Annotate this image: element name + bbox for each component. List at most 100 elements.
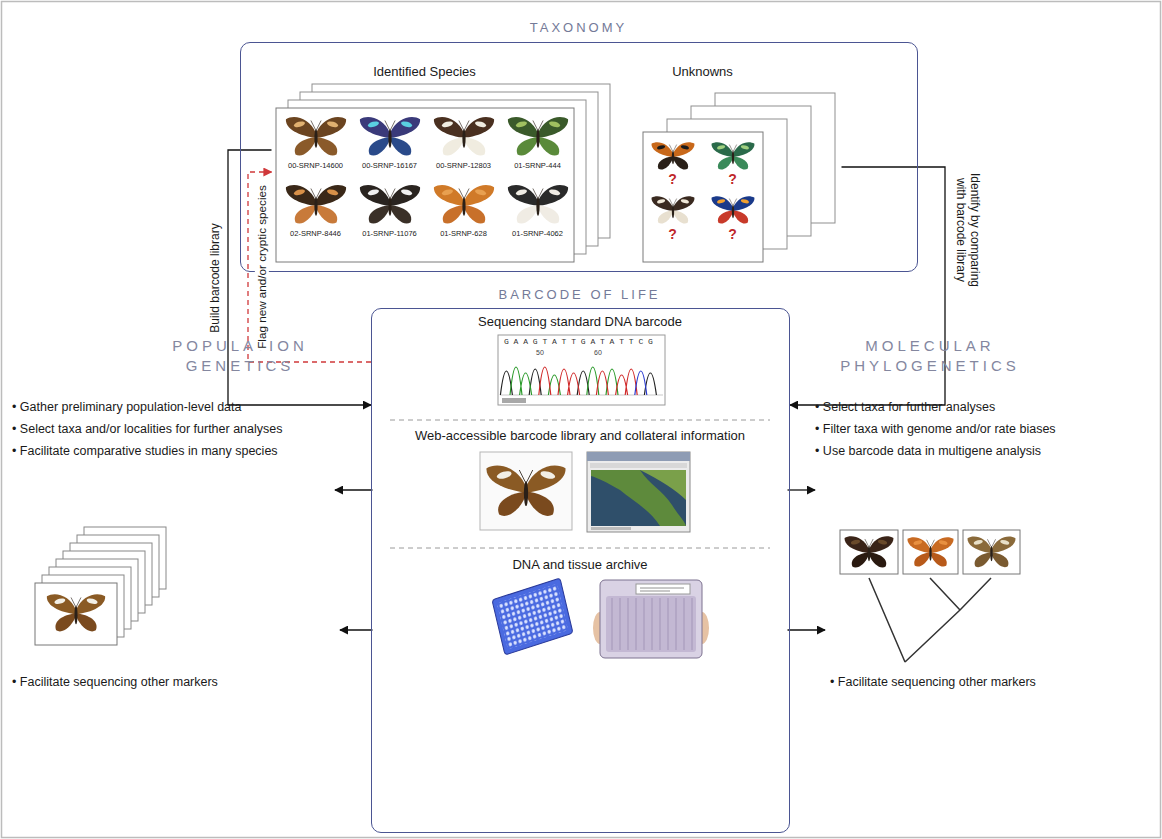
database-screenshot [587, 452, 690, 532]
unknown-butterflies [711, 142, 754, 169]
dna-plate [497, 584, 568, 650]
phylogenetics-area: MOLECULAR PHYLOGENETICS• Select taxa for… [815, 330, 1155, 500]
barcode-section: Sequencing standard DNA barcode [373, 310, 788, 420]
question-mark: ? [723, 227, 743, 242]
base-position: 50 [536, 349, 544, 357]
bullet-item: • Filter taxa with genome and/or rate bi… [815, 422, 1150, 437]
specimen-code: 01-SRNP-4062 [502, 229, 574, 238]
text-slot: Unknowns [653, 64, 753, 79]
specimen-code: 01-SRNP-444 [502, 161, 574, 170]
edge-label-slot: Build barcode library [207, 221, 221, 334]
text-slot: 00-SRNP-16167 [354, 161, 426, 170]
connector-arrow [788, 489, 816, 490]
label-slot: G A A G T A T T G A T A T T C G [504, 337, 653, 346]
bullet-item: • Facilitate sequencing other markers [12, 675, 332, 690]
text-slot: ? [663, 172, 683, 187]
database-screenshot [587, 452, 690, 461]
text-slot: • Facilitate sequencing other markers [830, 675, 1150, 690]
database-screenshot [587, 452, 690, 532]
text-slot: • Gather preliminary population-level da… [12, 400, 312, 415]
text-slot: • Filter taxa with genome and/or rate bi… [815, 422, 1150, 437]
specimen-code: 00-SRNP-12803 [428, 161, 500, 170]
bullet-item: • Select taxa for further analyses [815, 400, 1150, 415]
identified-butterflies [286, 117, 346, 155]
question-mark: ? [663, 227, 683, 242]
identified-butterflies [508, 117, 568, 155]
base-sequence: G A A G T A T T G A T A T T C G [504, 337, 653, 346]
dna-plate [492, 578, 573, 655]
panel-heading: BARCODE OF LIFE [430, 287, 730, 303]
section-title: Sequencing standard DNA barcode [381, 314, 780, 329]
phylogeny-thumbnails [963, 530, 1020, 574]
text-slot: 02-SRNP-8446 [280, 229, 352, 238]
database-screenshot [591, 527, 631, 530]
chromatogram [498, 335, 665, 405]
barcode-section: DNA and tissue archive [373, 548, 788, 831]
specimen-code: 01-SRNP-628 [428, 229, 500, 238]
text-slot: BARCODE OF LIFE [430, 287, 730, 303]
question-mark: ? [663, 172, 683, 187]
specimen-photo [486, 466, 565, 516]
stack-heading: Unknowns [653, 64, 753, 79]
specimen-code: 02-SRNP-8446 [280, 229, 352, 238]
text-slot: ? [723, 227, 743, 242]
text-slot: TAXONOMY [429, 20, 729, 36]
bullet-item: • Facilitate comparative studies in many… [12, 444, 312, 459]
barcode-panel: Sequencing standard DNA barcodeWeb-acces… [371, 308, 790, 833]
chromatogram [500, 369, 656, 395]
edge-label: Identify by comparing with barcode libra… [954, 165, 982, 295]
text-slot: • Select taxa and/or localities for furt… [12, 422, 312, 437]
chromatogram [635, 371, 647, 395]
unknown-specimen-cards [643, 93, 835, 262]
chromatogram [498, 335, 665, 405]
tissue-archive-box [593, 580, 709, 658]
chromatogram [502, 398, 526, 403]
tissue-archive-box [636, 584, 690, 594]
unknown-butterflies [711, 196, 754, 223]
text-slot: Sequencing standard DNA barcode [381, 314, 780, 329]
output-note: • Facilitate sequencing other markers [825, 510, 1155, 695]
specimen-code: 00-SRNP-14600 [280, 161, 352, 170]
edge-label-slot: Identify by comparing with barcode libra… [954, 165, 982, 295]
unknown-butterflies [651, 142, 694, 169]
label-slot: 60 [594, 349, 602, 357]
text-slot: • Facilitate comparative studies in many… [12, 444, 312, 459]
identified-butterflies [360, 185, 420, 223]
bullet-item: • Gather preliminary population-level da… [12, 400, 312, 415]
connector-arrow [248, 172, 371, 362]
connector-arrow [340, 629, 373, 630]
question-mark: ? [723, 172, 743, 187]
phylogenetic-tree [869, 578, 991, 662]
unknown-butterflies [651, 142, 754, 223]
text-slot: Identified Species [345, 64, 505, 79]
database-screenshot [590, 463, 687, 468]
connector-arrow [788, 629, 826, 630]
base-position: 60 [594, 349, 602, 357]
text-slot: • Select taxa for further analyses [815, 400, 1150, 415]
panel-heading: TAXONOMY [429, 20, 729, 36]
unknown-specimen-cards [643, 132, 763, 262]
label-slot: 50 [536, 349, 544, 357]
phylogeny-thumbnails [903, 530, 958, 574]
phylogeny-thumbnails [840, 530, 898, 574]
tissue-archive-box [606, 596, 696, 652]
population-sample-cards [35, 527, 166, 645]
text-slot: POPULATION GENETICS [150, 336, 330, 376]
section-divider [390, 420, 770, 421]
database-screenshot [591, 470, 686, 526]
text-slot: 01-SRNP-11076 [354, 229, 426, 238]
tissue-archive-box [612, 598, 692, 650]
text-slot: 01-SRNP-4062 [502, 229, 574, 238]
identified-butterflies [360, 117, 420, 155]
phylogeny-thumbnails [840, 530, 1020, 574]
identified-butterflies [286, 117, 568, 223]
section-title: DNA and tissue archive [381, 557, 780, 572]
bullet-item: • Use barcode data in multigene analysis [815, 444, 1150, 459]
edge-label-slot: Flag new and/or cryptic species [255, 183, 269, 351]
bullet-item: • Facilitate sequencing other markers [830, 675, 1150, 690]
dna-plate [492, 578, 573, 655]
chromatogram [539, 367, 637, 395]
